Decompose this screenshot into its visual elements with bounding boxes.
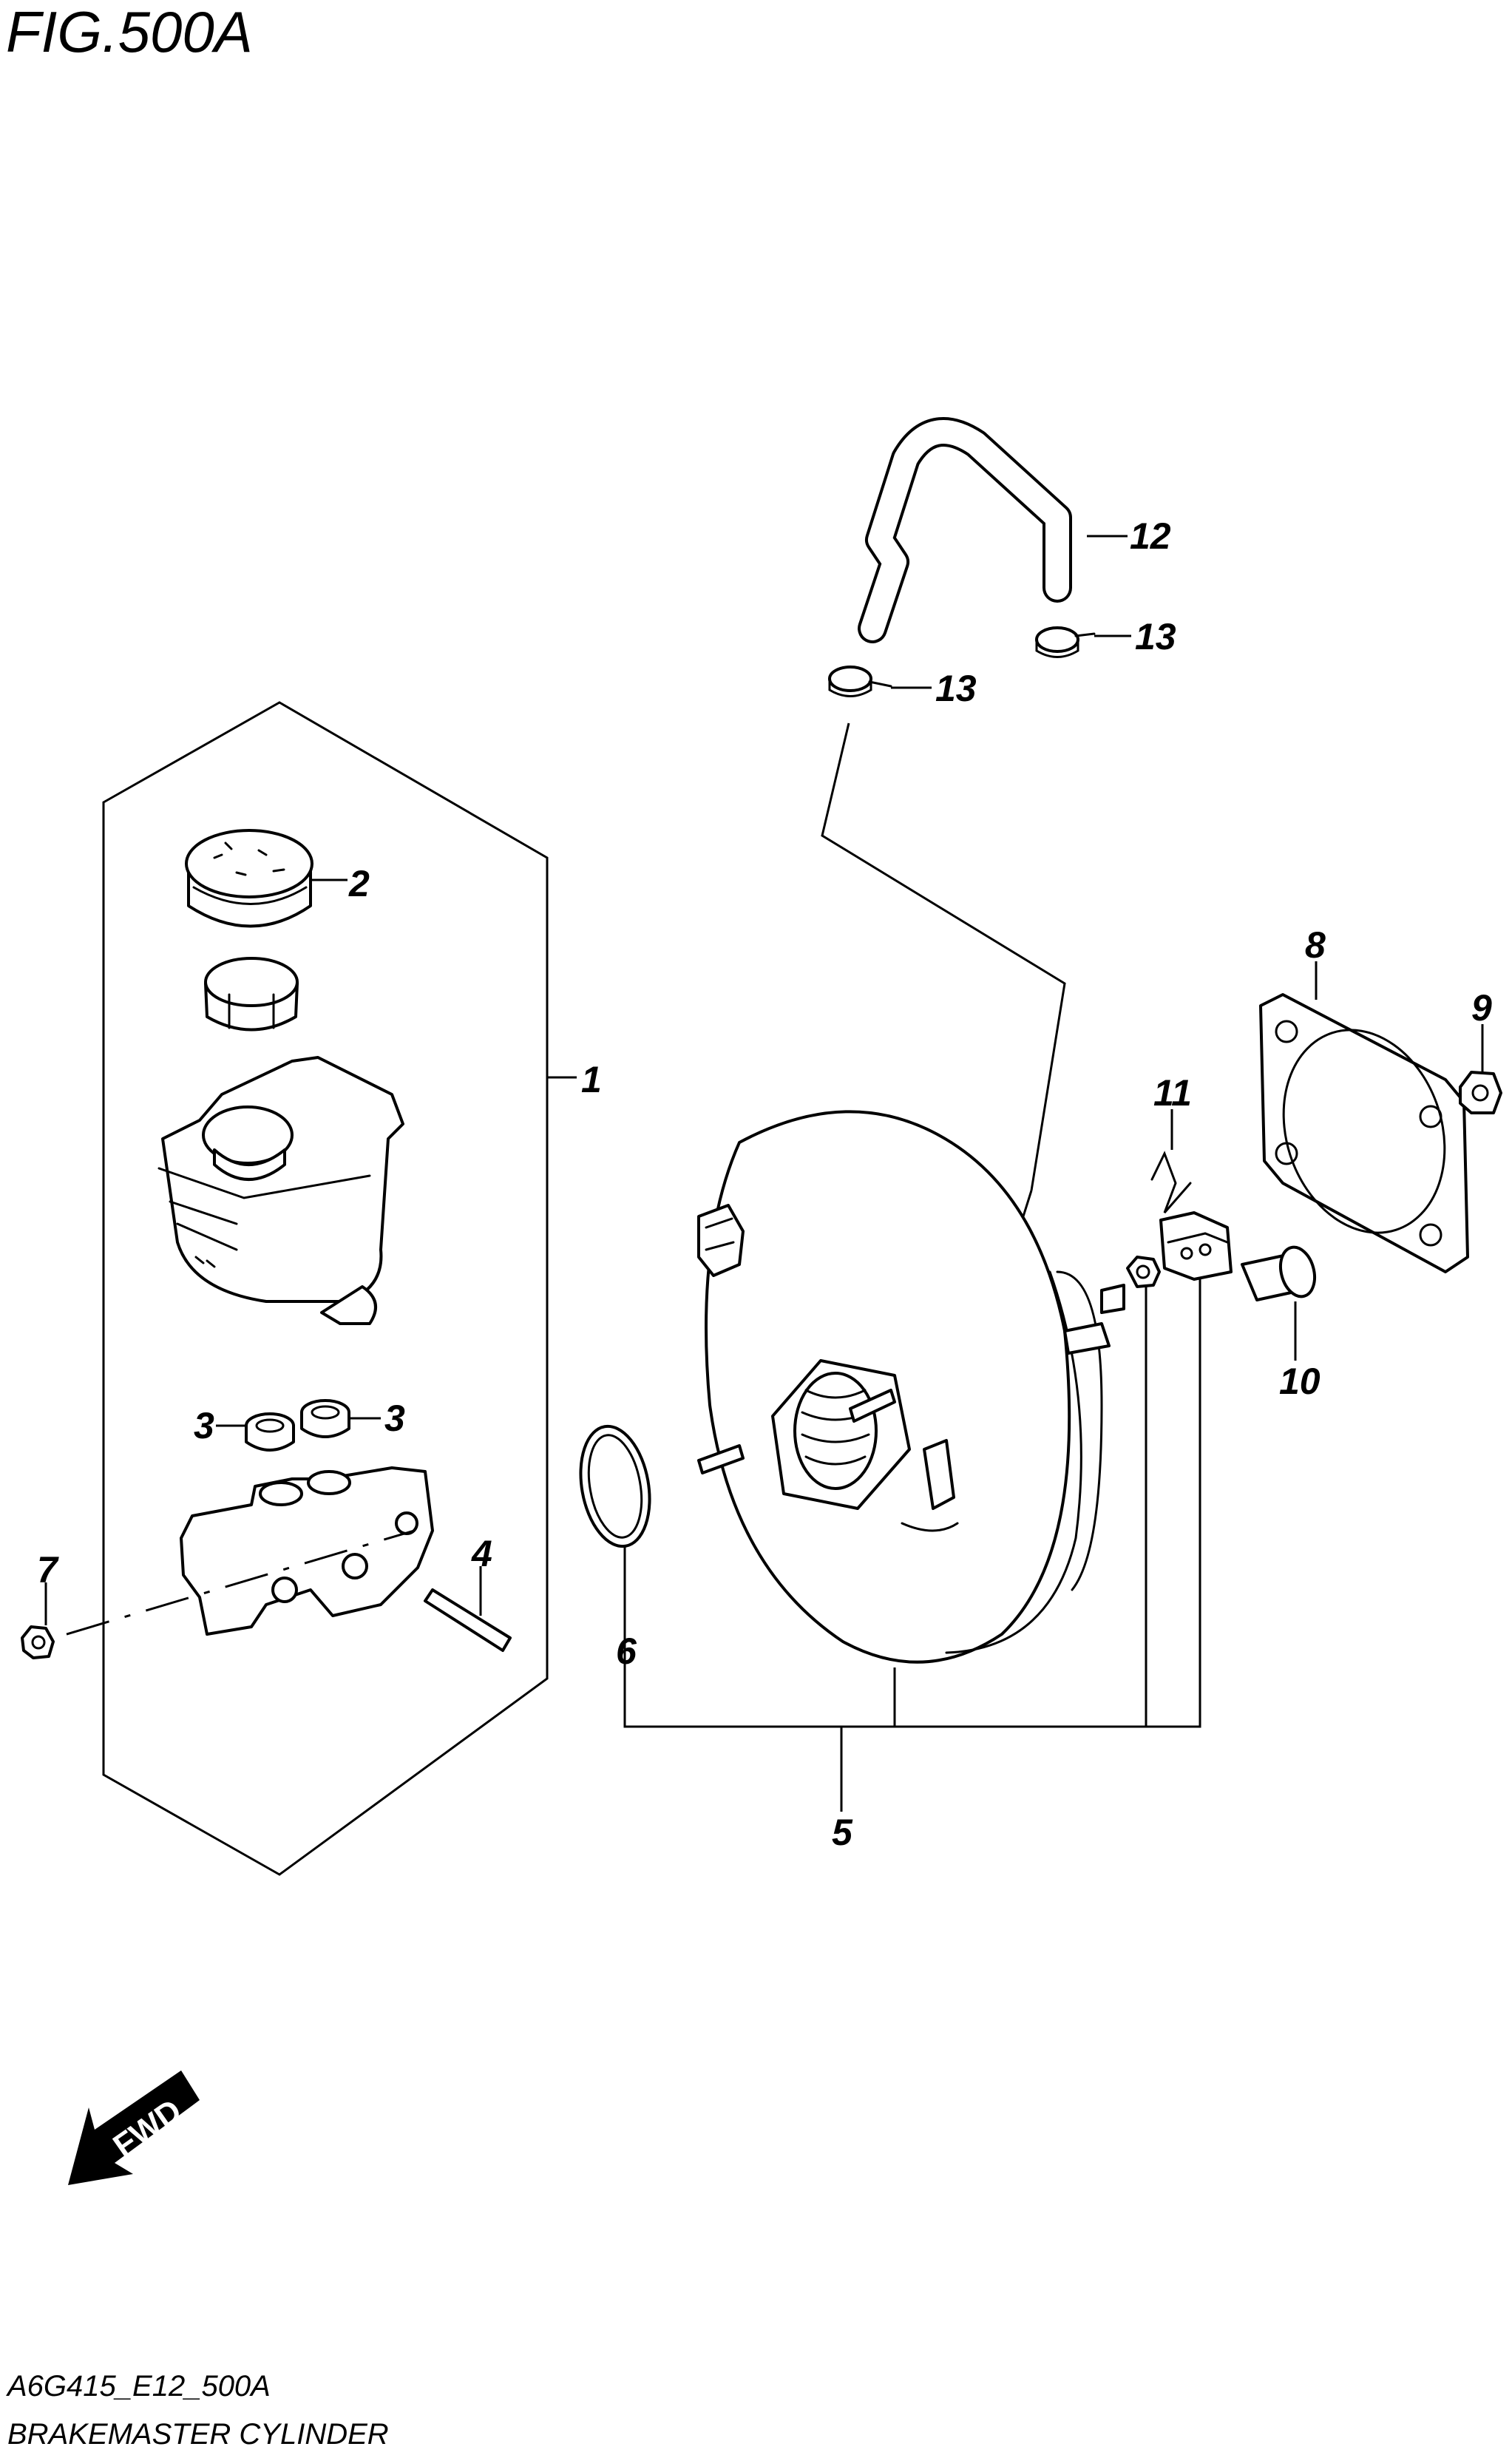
assembly-1-outline	[102, 701, 549, 1876]
brake-booster	[697, 1110, 1125, 1664]
footer-code: A6G415_E12_500A	[6, 2370, 271, 2402]
booster-gasket[interactable]	[1258, 993, 1470, 1273]
callout-13-right: 13	[1135, 616, 1176, 657]
vacuum-hose[interactable]	[858, 417, 1072, 643]
callout-10: 10	[1279, 1361, 1321, 1402]
hose-route-leader	[821, 722, 1066, 1191]
o-ring[interactable]	[572, 1420, 658, 1551]
callout-6: 6	[616, 1631, 637, 1672]
callout-9: 9	[1471, 987, 1492, 1029]
callout-7: 7	[37, 1549, 59, 1591]
callout-13-left: 13	[935, 668, 977, 709]
callout-3-left: 3	[194, 1405, 214, 1446]
gasket-nut[interactable]	[1459, 1071, 1502, 1114]
callout-12: 12	[1130, 515, 1171, 557]
callout-2: 2	[348, 863, 370, 904]
callout-8: 8	[1305, 924, 1326, 966]
clevis-pin[interactable]	[1241, 1243, 1320, 1301]
retaining-clip[interactable]	[1150, 1151, 1192, 1213]
reservoir-seal-right[interactable]	[300, 1399, 350, 1438]
fwd-arrow: FWD	[68, 2070, 200, 2185]
booster-nut[interactable]	[1126, 1256, 1161, 1288]
callout-5: 5	[832, 1812, 853, 1853]
clevis-bracket	[1159, 1211, 1233, 1281]
stud-line-7	[66, 1529, 415, 1636]
callout-1: 1	[581, 1059, 602, 1100]
callout-3-right: 3	[384, 1398, 405, 1439]
pin[interactable]	[424, 1588, 512, 1652]
brake-fluid-reservoir	[157, 1056, 404, 1325]
master-cylinder-body	[180, 1466, 434, 1636]
leader-lines	[44, 535, 1484, 1812]
footer-caption: BRAKEMASTER CYLINDER	[7, 2418, 389, 2451]
callout-4: 4	[471, 1533, 492, 1574]
hose-clamp-left[interactable]	[828, 666, 892, 697]
nut-left[interactable]	[21, 1625, 55, 1659]
reservoir-strainer	[204, 957, 299, 1032]
hose-clamp-right[interactable]	[1035, 626, 1096, 658]
callout-11: 11	[1153, 1072, 1192, 1114]
figure-title: FIG.500A	[6, 0, 253, 64]
reservoir-seal-left[interactable]	[245, 1412, 295, 1452]
reservoir-cap[interactable]	[185, 829, 313, 928]
